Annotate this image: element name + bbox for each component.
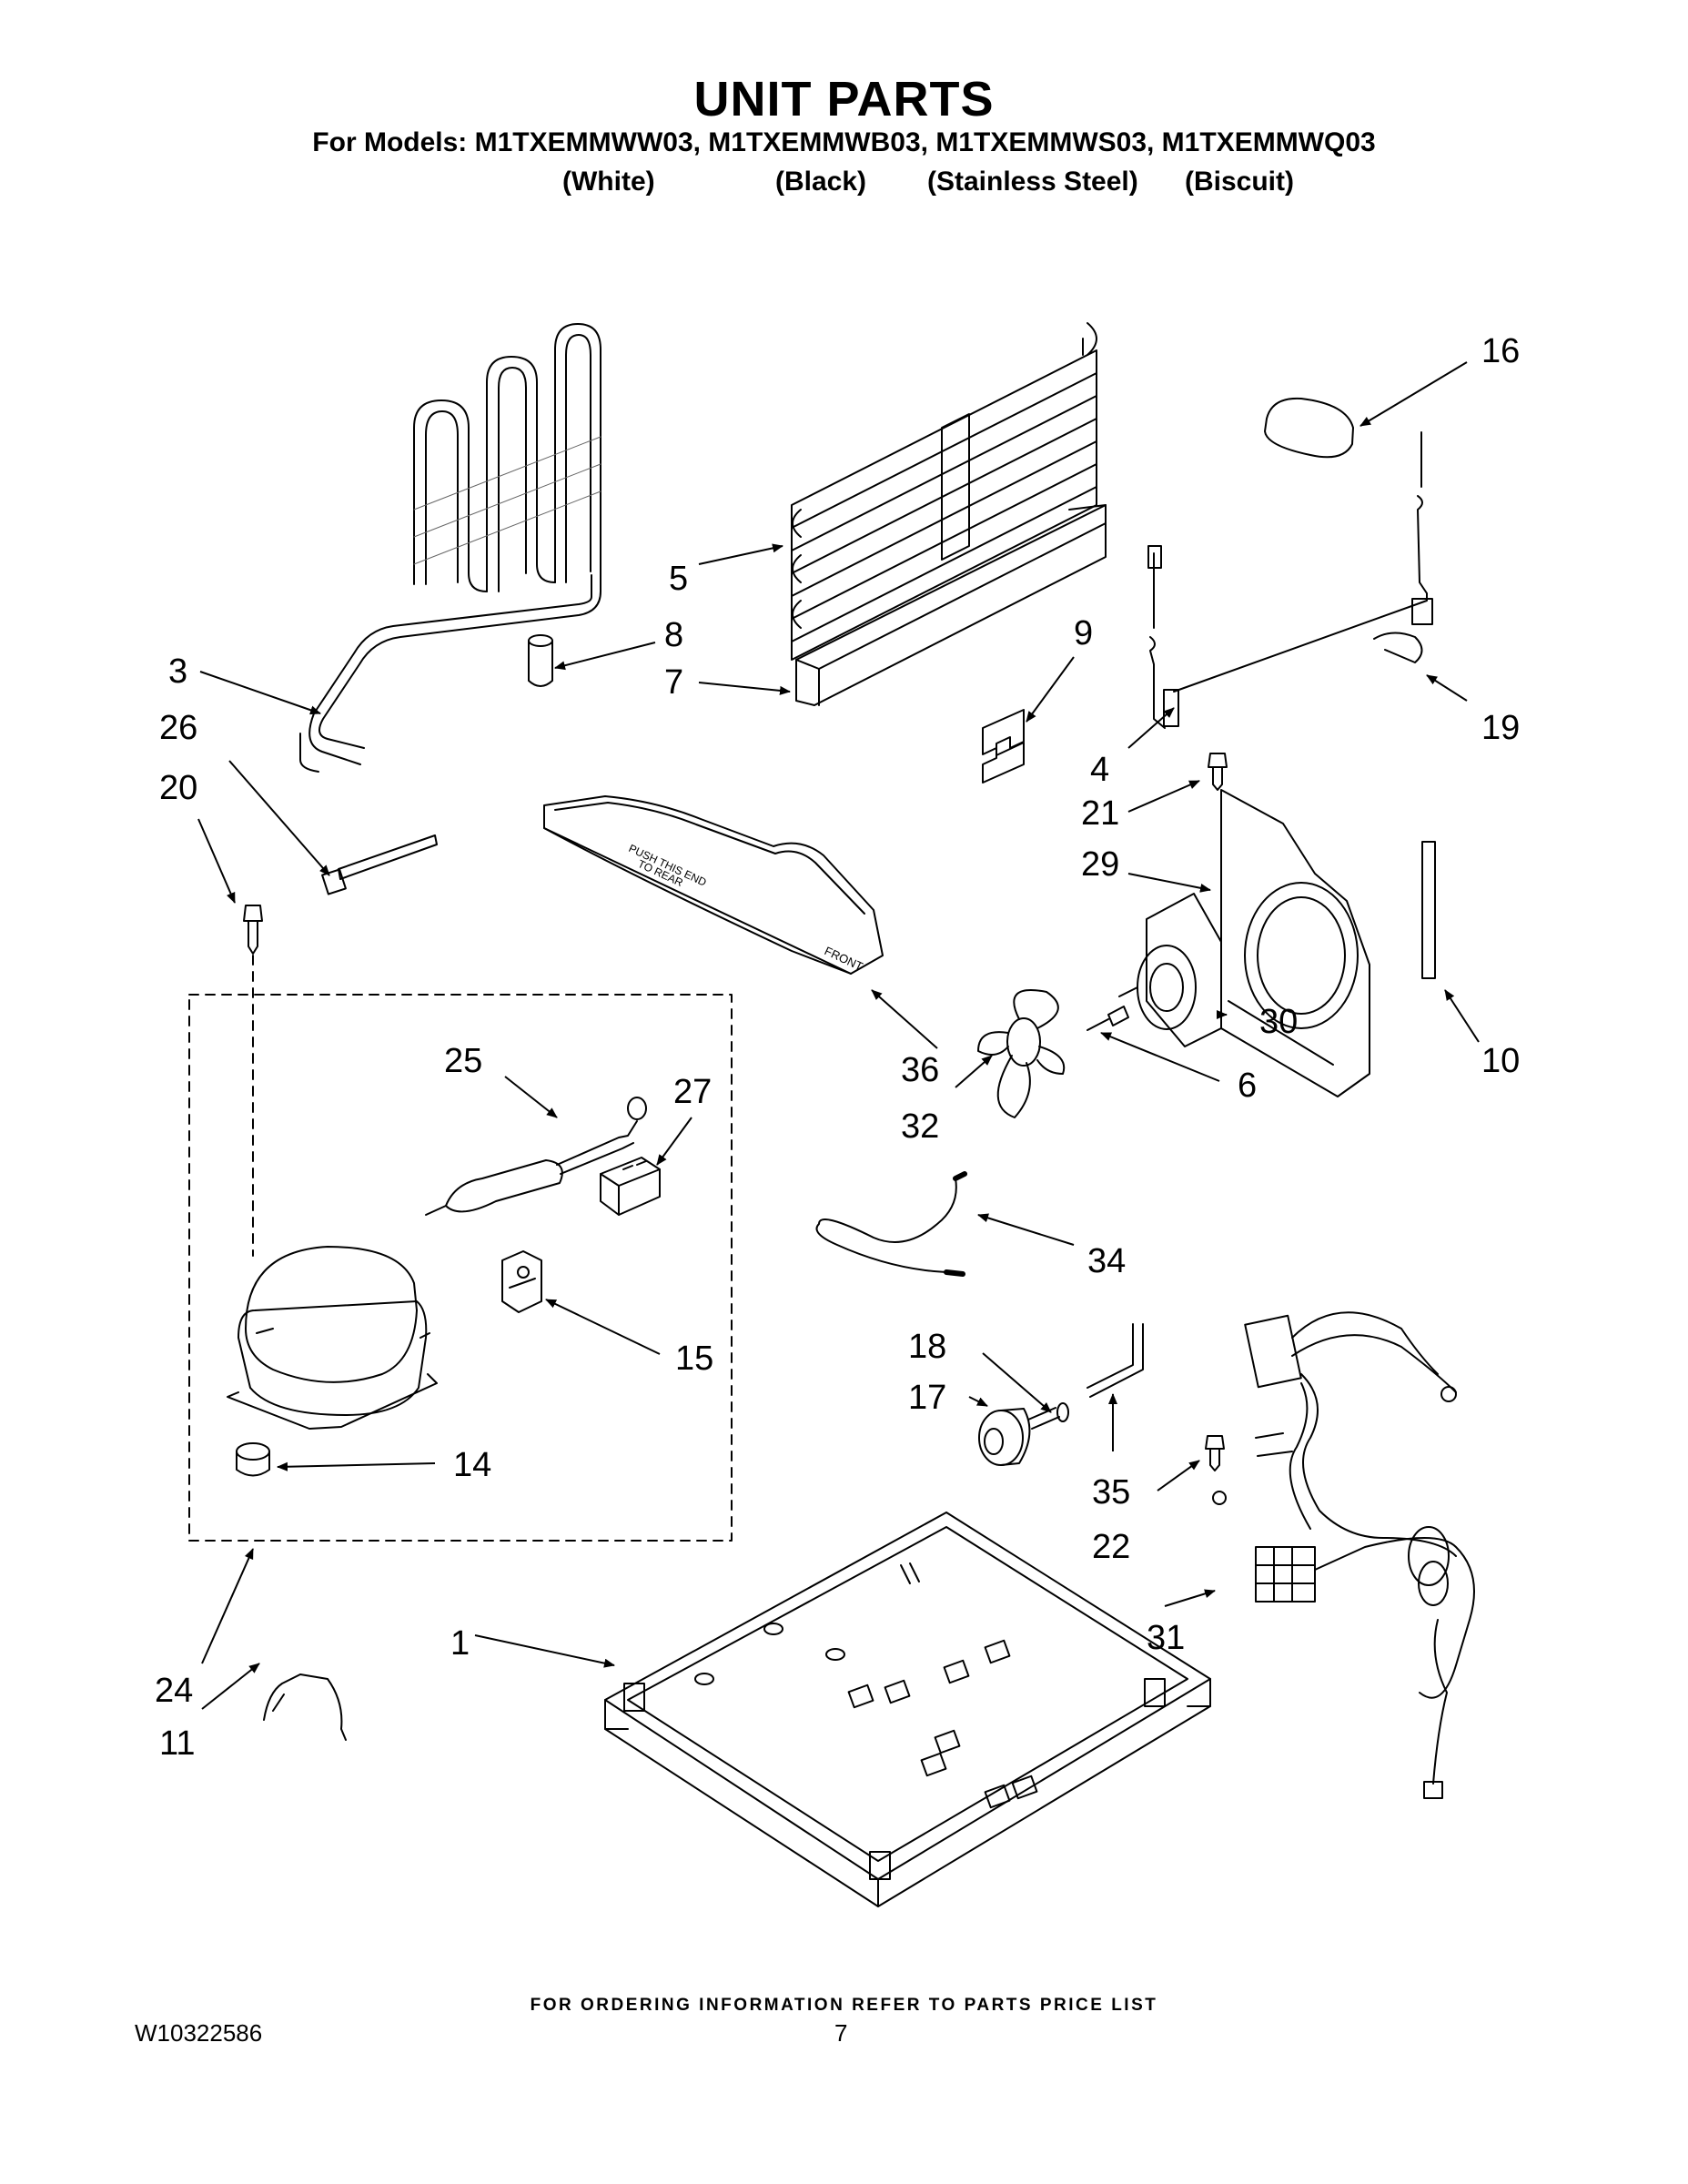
drain-pan-front-text: FRONT — [823, 944, 865, 974]
roller-wheel — [978, 1408, 1031, 1466]
models-line: For Models: M1TXEMMWW03, M1TXEMMWB03, M1… — [312, 127, 1376, 157]
callout-30: 30 — [1259, 1003, 1298, 1041]
document-number: W10322586 — [135, 2019, 263, 2047]
fan-motor — [1118, 893, 1222, 1047]
compressor — [227, 1246, 438, 1477]
thermal-protector — [425, 1097, 647, 1216]
drain-pan — [543, 795, 884, 975]
page-number: 7 — [834, 2019, 848, 2047]
thermistor-harness — [1147, 431, 1433, 729]
callout-10: 10 — [1481, 1042, 1520, 1080]
callout-36: 36 — [901, 1051, 939, 1089]
callout-25: 25 — [444, 1042, 482, 1080]
callout-16: 16 — [1481, 332, 1520, 370]
callout-31: 31 — [1147, 1619, 1185, 1657]
wire-clip — [263, 1673, 347, 1741]
bracket-clip — [982, 709, 1025, 784]
callout-26: 26 — [159, 709, 197, 747]
leader-lines — [197, 361, 1480, 1710]
rubber-cap — [1264, 397, 1354, 459]
callout-4: 4 — [1090, 751, 1109, 789]
callout-22: 22 — [1092, 1528, 1130, 1566]
callout-3: 3 — [168, 652, 187, 691]
variant-stainless: (Stainless Steel) — [927, 167, 1138, 197]
cable-tie — [321, 834, 438, 895]
ordering-note: FOR ORDERING INFORMATION REFER TO PARTS … — [530, 1996, 1158, 2015]
callout-34: 34 — [1087, 1242, 1126, 1280]
callout-5: 5 — [669, 560, 688, 598]
wire-harness — [1244, 1311, 1475, 1799]
screw-22 — [1205, 1435, 1227, 1505]
bent-tube — [1087, 1323, 1144, 1398]
callout-8: 8 — [664, 616, 683, 654]
callout-6: 6 — [1238, 1067, 1257, 1105]
page-title: UNIT PARTS — [693, 72, 995, 126]
base-frame — [604, 1512, 1211, 1907]
gasket-strip — [1421, 841, 1436, 979]
condenser-coil — [299, 323, 601, 773]
callout-19: 19 — [1481, 709, 1520, 747]
callout-27: 27 — [673, 1073, 712, 1111]
compressor-assembly-box — [188, 994, 733, 1542]
callout-14: 14 — [453, 1446, 491, 1484]
callout-18: 18 — [908, 1328, 946, 1366]
variant-black: (Black) — [775, 167, 867, 197]
overload-protector — [501, 1250, 542, 1313]
variant-white: (White) — [562, 167, 655, 197]
callout-29: 29 — [1081, 845, 1119, 884]
screw-6 — [1087, 1006, 1129, 1031]
relay-block — [600, 1157, 661, 1216]
callout-1: 1 — [450, 1624, 470, 1663]
callout-35: 35 — [1092, 1473, 1130, 1512]
capacitor — [528, 634, 553, 687]
callout-20: 20 — [159, 769, 197, 807]
callout-7: 7 — [664, 663, 683, 702]
callout-21: 21 — [1081, 794, 1119, 833]
screw-21 — [1208, 753, 1228, 791]
variant-biscuit: (Biscuit) — [1185, 167, 1294, 197]
evaporator-coil — [791, 322, 1097, 661]
callout-numbers: 3 8 5 7 9 16 19 4 21 29 30 6 36 32 10 26… — [155, 332, 1520, 1763]
callout-15: 15 — [675, 1340, 713, 1378]
copper-tube — [815, 1178, 957, 1273]
callout-24: 24 — [155, 1672, 193, 1710]
screw-20 — [243, 905, 263, 955]
callout-9: 9 — [1074, 614, 1093, 652]
evaporator-tray — [795, 504, 1107, 706]
callout-11: 11 — [159, 1724, 195, 1763]
callout-32: 32 — [901, 1107, 939, 1146]
fan-shroud — [1220, 789, 1370, 1097]
fan-blade — [977, 989, 1066, 1118]
roller-axle — [1027, 1402, 1069, 1430]
callout-17: 17 — [908, 1379, 946, 1417]
